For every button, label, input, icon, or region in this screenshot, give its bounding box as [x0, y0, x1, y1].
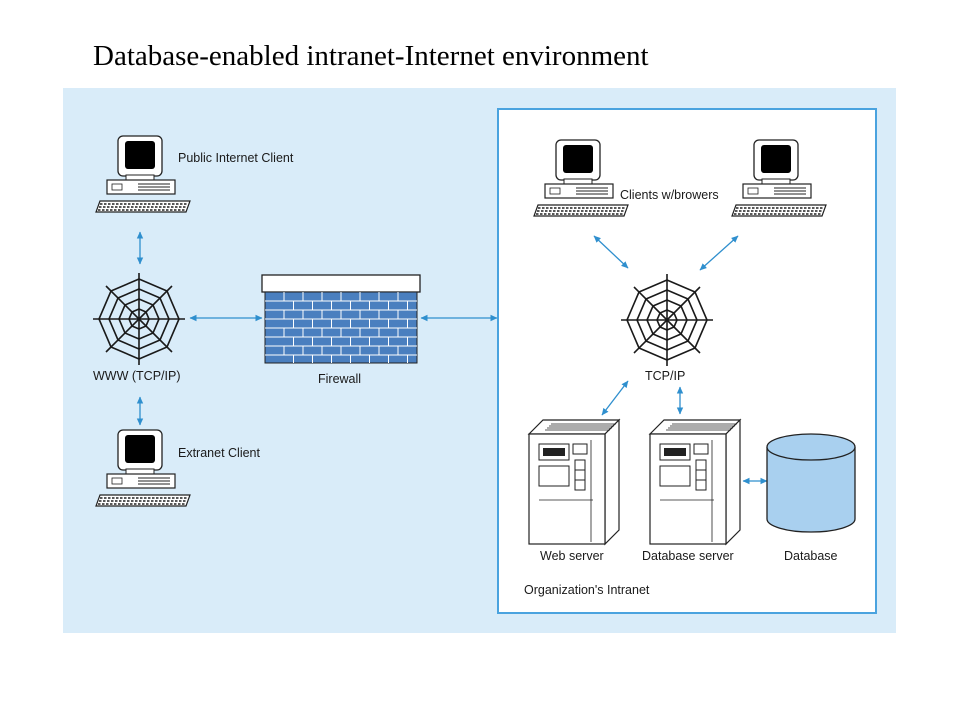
tcpip-node: TCP/IP	[620, 273, 714, 383]
tcpip-label: TCP/IP	[645, 369, 685, 383]
extranet-client-label: Extranet Client	[178, 446, 261, 460]
server-icon	[649, 419, 741, 545]
slide-title: Database-enabled intranet-Internet envir…	[93, 40, 649, 72]
connectors	[136, 231, 768, 485]
clients-label: Clients w/browers	[620, 188, 719, 202]
web-server: Web server	[528, 419, 620, 563]
extranet-client: Extranet Client	[95, 429, 261, 507]
database: Database	[766, 433, 856, 563]
connector-client2-tcpip	[699, 235, 739, 271]
database-label: Database	[784, 549, 838, 563]
intranet-label: Organization's Intranet	[524, 583, 650, 597]
server-icon	[528, 419, 620, 545]
database-icon	[766, 447, 856, 533]
public-client-label: Public Internet Client	[178, 151, 294, 165]
www-label: WWW (TCP/IP)	[93, 369, 180, 383]
web-icon	[620, 273, 714, 367]
web-server-label: Web server	[540, 549, 604, 563]
firewall: Firewall	[261, 274, 421, 386]
connector-client1-tcpip	[593, 235, 629, 269]
public-internet-client: Public Internet Client	[95, 135, 294, 213]
db-server-label: Database server	[642, 549, 734, 563]
firewall-label: Firewall	[318, 372, 361, 386]
www-node: WWW (TCP/IP)	[92, 272, 186, 383]
connector-tcpip-webserver	[601, 380, 629, 416]
web-icon	[92, 272, 186, 366]
database-server: Database server	[642, 419, 741, 563]
